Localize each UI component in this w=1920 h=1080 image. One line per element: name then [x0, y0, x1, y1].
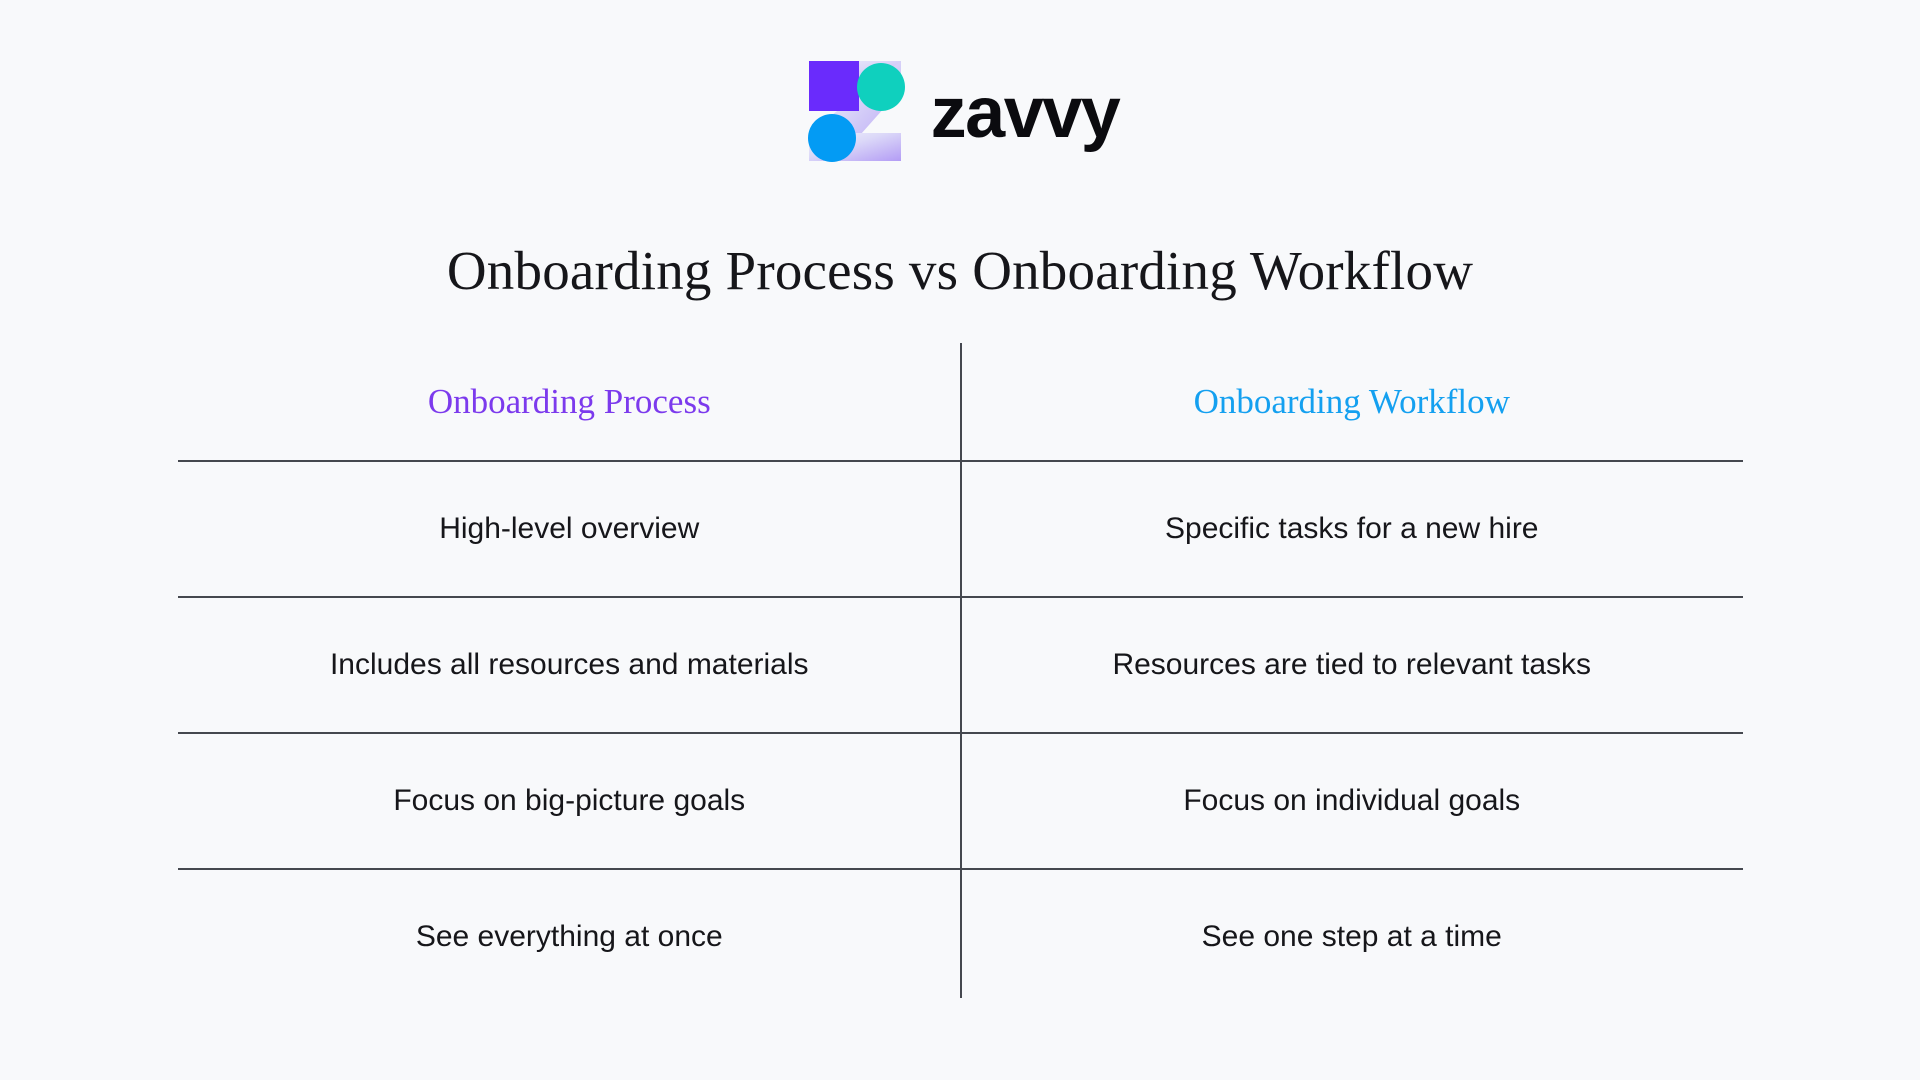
brand-wordmark: zavvy — [930, 73, 1121, 153]
page-title: Onboarding Process vs Onboarding Workflo… — [446, 239, 1474, 301]
cell-workflow-2: Focus on individual goals — [960, 732, 1743, 869]
cell-workflow-3: See one step at a time — [960, 868, 1743, 1004]
table-row: See everything at once See one step at a… — [178, 868, 1743, 1004]
logo-blue-circle-icon — [807, 114, 856, 162]
cell-process-3: See everything at once — [178, 868, 961, 1004]
table-row: High-level overview Specific tasks for a… — [178, 460, 1743, 597]
comparison-table-wrapper: Onboarding Process Onboarding Workflow H… — [178, 343, 1743, 1004]
table-body: High-level overview Specific tasks for a… — [178, 460, 1743, 1004]
table-header-row: Onboarding Process Onboarding Workflow — [178, 343, 1743, 461]
comparison-table: Onboarding Process Onboarding Workflow H… — [178, 343, 1743, 1004]
logo-teal-circle-icon — [856, 63, 905, 111]
cell-process-0: High-level overview — [178, 460, 961, 597]
logo-purple-square-icon — [808, 61, 859, 111]
cell-workflow-1: Resources are tied to relevant tasks — [960, 596, 1743, 733]
cell-process-2: Focus on big-picture goals — [178, 732, 961, 869]
cell-workflow-0: Specific tasks for a new hire — [960, 460, 1743, 597]
column-header-onboarding-workflow: Onboarding Workflow — [1193, 381, 1510, 421]
brand-logo-row: zavvy — [0, 52, 1920, 170]
table-header: Onboarding Process Onboarding Workflow — [178, 343, 1743, 461]
cell-process-1: Includes all resources and materials — [178, 596, 961, 733]
table-row: Includes all resources and materials Res… — [178, 596, 1743, 733]
column-header-onboarding-process: Onboarding Process — [427, 381, 711, 421]
zavvy-z-logo — [801, 55, 909, 167]
table-row: Focus on big-picture goals Focus on indi… — [178, 732, 1743, 869]
